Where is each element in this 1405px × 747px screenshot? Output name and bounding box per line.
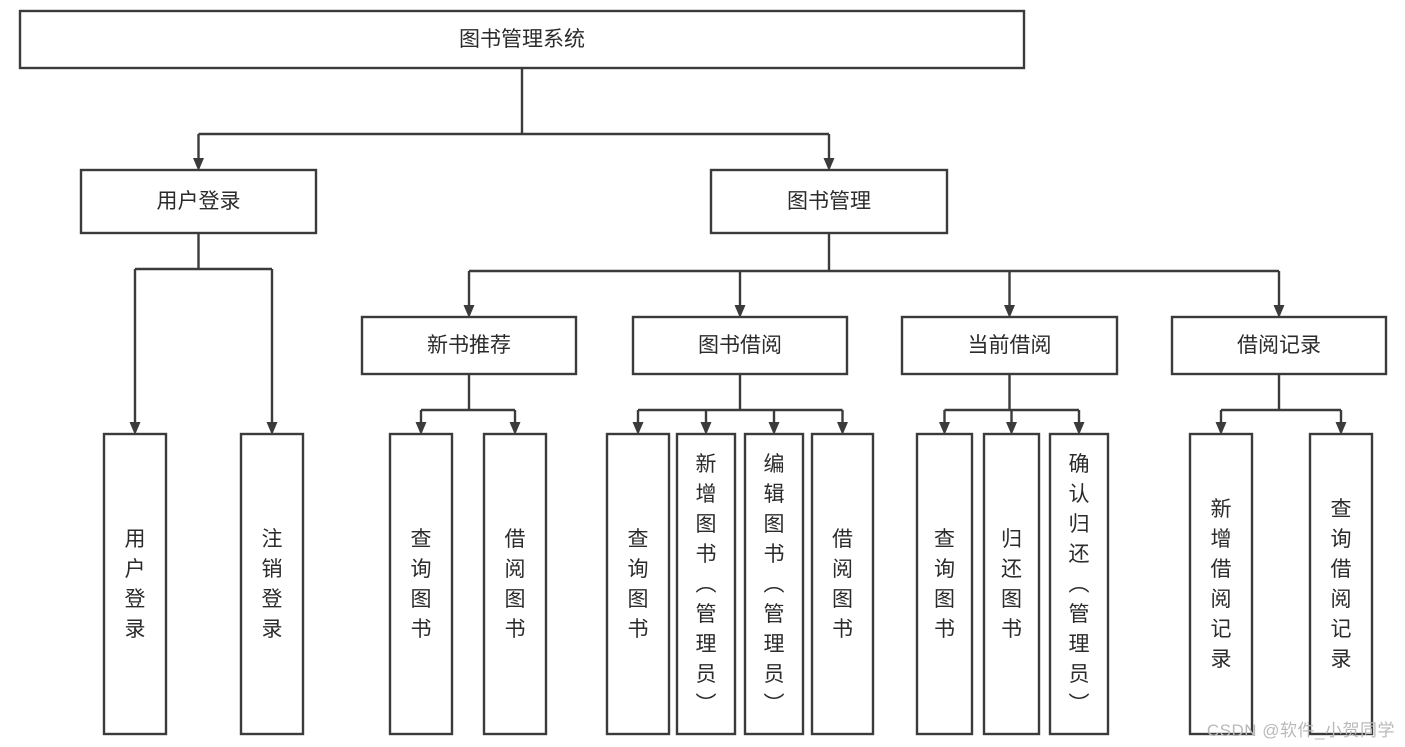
connector-group (939, 374, 1085, 435)
node-box[interactable] (810, 432, 875, 736)
node-label: 借阅图书 (505, 528, 526, 641)
node-box[interactable] (900, 315, 1119, 376)
node-box[interactable] (709, 168, 949, 235)
node-leaf-current-query[interactable]: 查询图书 (915, 432, 974, 736)
edge-arrowhead (509, 422, 521, 435)
node-bookmgmt[interactable]: 图书管理 (709, 168, 949, 235)
connector-group (1215, 374, 1347, 435)
node-borrow[interactable]: 图书借阅 (631, 315, 849, 376)
node-leaf-record-add[interactable]: 新增借阅记录 (1188, 432, 1254, 736)
edge-arrowhead (734, 305, 746, 318)
node-label: 图书借阅 (698, 334, 782, 357)
node-box[interactable] (1048, 432, 1110, 736)
node-leaf-rec-borrow[interactable]: 借阅图书 (482, 432, 548, 736)
node-box[interactable] (102, 432, 168, 736)
edge-arrowhead (632, 422, 644, 435)
node-leaf-borrow-add[interactable]: 新增图书︵管理员︶ (675, 432, 737, 736)
edge-arrowhead (1335, 422, 1347, 435)
node-box[interactable] (631, 315, 849, 376)
node-label: 借阅图书 (832, 528, 853, 641)
connector-group (632, 374, 848, 435)
edge-arrowhead (1004, 305, 1015, 318)
node-label: 查询借阅记录 (1331, 498, 1352, 671)
node-box[interactable] (675, 432, 737, 736)
edge-arrowhead (266, 422, 278, 435)
node-box[interactable] (388, 432, 454, 736)
node-label: 确认归还︵管理员︶ (1069, 453, 1090, 716)
node-box[interactable] (1308, 432, 1374, 736)
node-box[interactable] (18, 9, 1026, 70)
edge-arrowhead (837, 422, 848, 435)
node-box[interactable] (79, 168, 318, 235)
node-login[interactable]: 用户登录 (79, 168, 318, 235)
node-leaf-record-query[interactable]: 查询借阅记录 (1308, 432, 1374, 736)
node-leaf-borrow-do[interactable]: 借阅图书 (810, 432, 875, 736)
node-leaf-current-return[interactable]: 归还图书 (982, 432, 1041, 736)
node-box[interactable] (743, 432, 805, 736)
node-box[interactable] (1170, 315, 1388, 376)
node-label: 用户登录 (157, 190, 241, 213)
node-box[interactable] (982, 432, 1041, 736)
edges-layer (129, 68, 1347, 435)
node-box[interactable] (605, 432, 671, 736)
node-label: 编辑图书︵管理员︶ (764, 453, 785, 716)
connector-group (463, 233, 1285, 318)
node-label: 图书管理 (787, 190, 871, 213)
node-box[interactable] (915, 432, 974, 736)
edge-arrowhead (768, 422, 780, 435)
edge-arrowhead (1273, 305, 1285, 318)
node-leaf-borrow-edit[interactable]: 编辑图书︵管理员︶ (743, 432, 805, 736)
node-leaf-user-logout[interactable]: 注销登录 (239, 432, 305, 736)
connector-group (415, 374, 521, 435)
connector-group (193, 68, 835, 171)
node-label: 图书管理系统 (459, 28, 585, 51)
connector-group (129, 233, 278, 435)
node-label: 新增借阅记录 (1211, 498, 1232, 671)
node-leaf-rec-query[interactable]: 查询图书 (388, 432, 454, 736)
node-leaf-borrow-query[interactable]: 查询图书 (605, 432, 671, 736)
node-label: 归还图书 (1001, 528, 1022, 641)
edge-arrowhead (463, 305, 475, 318)
node-label: 查询图书 (411, 528, 432, 641)
node-box[interactable] (482, 432, 548, 736)
watermark-text: CSDN @软件_小贺同学 (1206, 721, 1395, 740)
node-box[interactable] (239, 432, 305, 736)
node-label: 当前借阅 (968, 334, 1052, 357)
node-label: 用户登录 (125, 528, 146, 641)
node-root[interactable]: 图书管理系统 (18, 9, 1026, 70)
node-label: 查询图书 (628, 528, 649, 641)
edge-arrowhead (1006, 422, 1017, 435)
node-leaf-current-confirm[interactable]: 确认归还︵管理员︶ (1048, 432, 1110, 736)
node-leaf-user-login[interactable]: 用户登录 (102, 432, 168, 736)
edge-arrowhead (129, 422, 141, 435)
edge-arrowhead (939, 422, 950, 435)
edge-arrowhead (1215, 422, 1227, 435)
edge-arrowhead (193, 158, 204, 171)
edge-arrowhead (1073, 422, 1085, 435)
node-label: 借阅记录 (1237, 334, 1321, 357)
node-label: 查询图书 (934, 528, 955, 641)
node-records[interactable]: 借阅记录 (1170, 315, 1388, 376)
edge-arrowhead (415, 422, 427, 435)
node-current[interactable]: 当前借阅 (900, 315, 1119, 376)
node-box[interactable] (360, 315, 578, 376)
node-recommend[interactable]: 新书推荐 (360, 315, 578, 376)
edge-arrowhead (700, 422, 712, 435)
node-box[interactable] (1188, 432, 1254, 736)
node-label: 新书推荐 (427, 334, 511, 357)
node-label: 注销登录 (262, 528, 283, 641)
edge-arrowhead (823, 158, 835, 171)
node-label: 新增图书︵管理员︶ (696, 453, 717, 716)
nodes-layer: 图书管理系统用户登录图书管理新书推荐图书借阅当前借阅借阅记录用户登录注销登录查询… (18, 9, 1388, 736)
